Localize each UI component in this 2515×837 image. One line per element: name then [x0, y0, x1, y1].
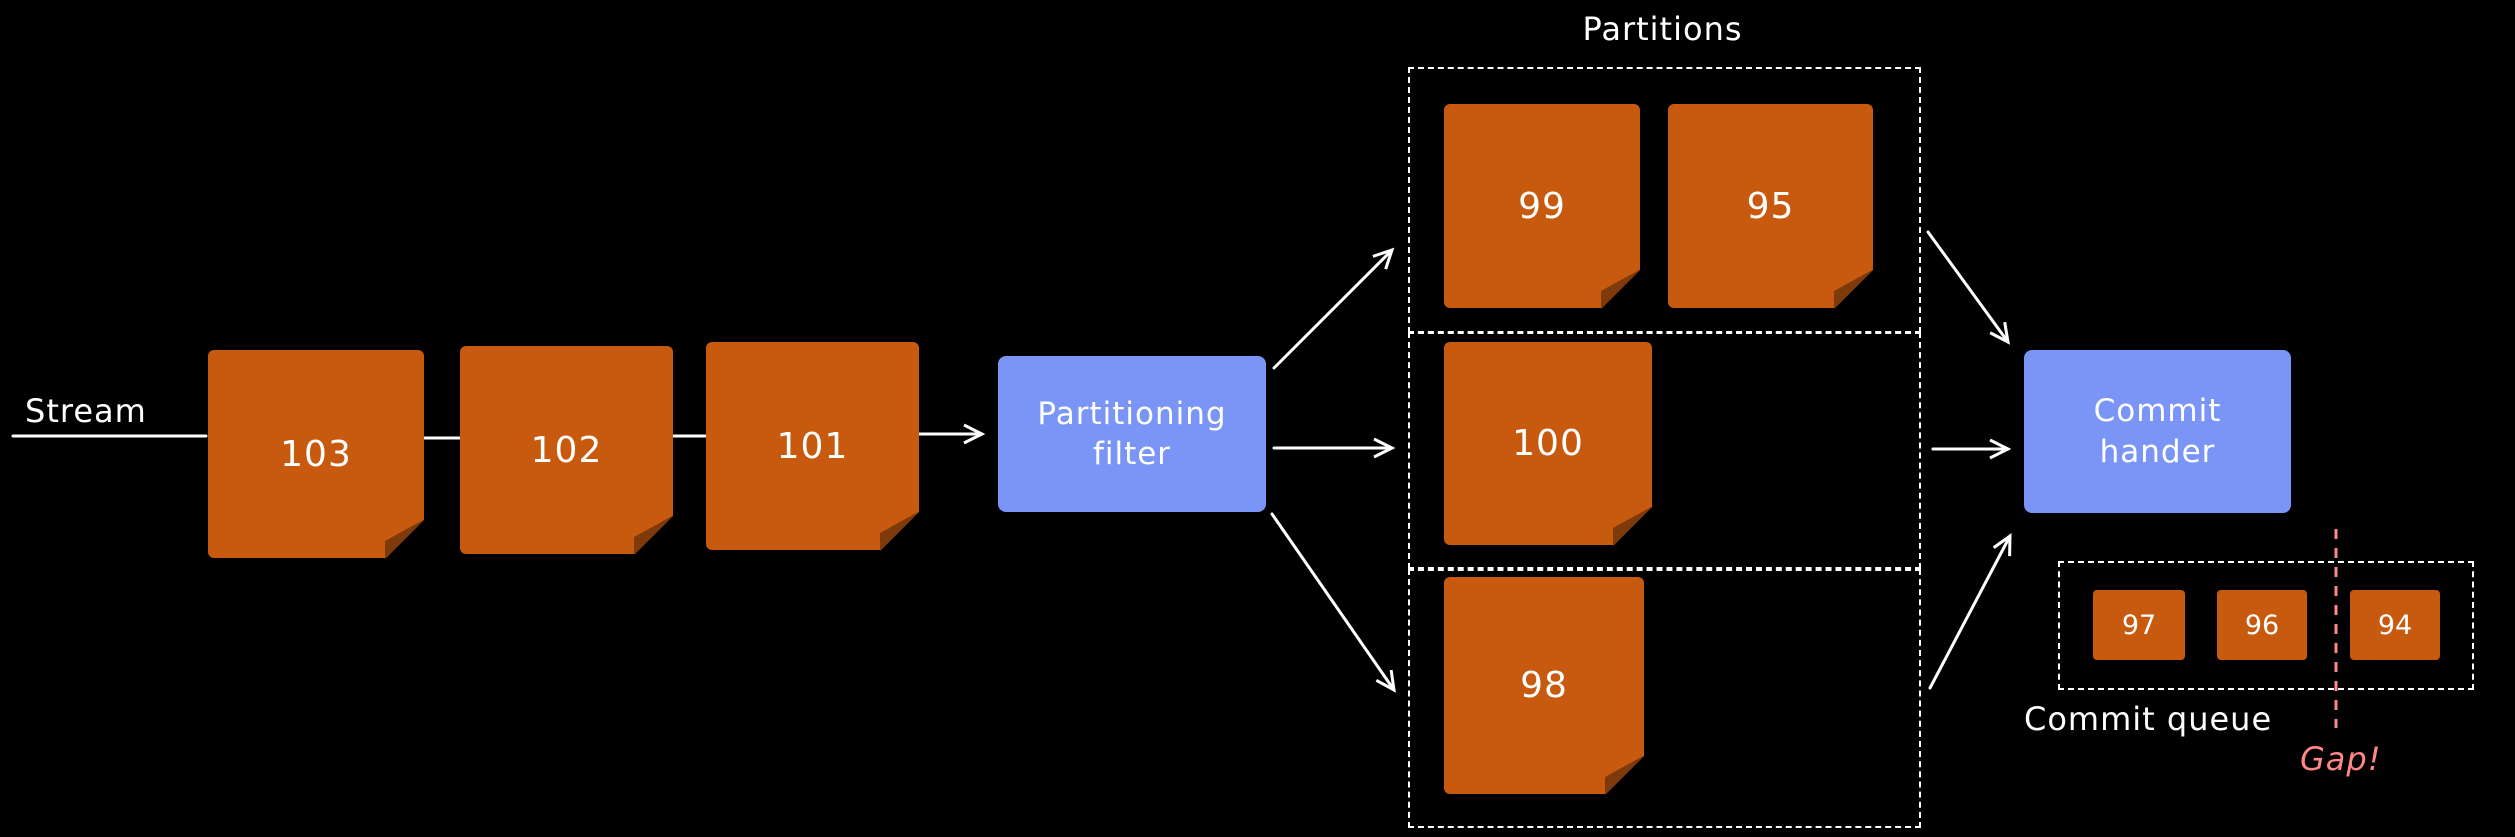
note-value: 103: [280, 433, 352, 475]
note-value: 99: [1518, 185, 1566, 227]
partition-note-100: 100: [1444, 342, 1653, 546]
note-value: 95: [1746, 185, 1795, 227]
queue-item-value: 96: [2244, 609, 2280, 641]
partitions-title: Partitions: [1582, 10, 1743, 48]
folded-corner: [634, 515, 674, 555]
partition-note-99: 99: [1444, 104, 1641, 309]
partition-row-3: [1408, 569, 1921, 828]
note-value: 98: [1520, 665, 1568, 706]
stream-note-102: 102: [460, 346, 674, 555]
queue-item-94: 94: [2350, 590, 2440, 660]
partitioning-filter-node: Partitioning filter: [998, 356, 1266, 512]
folded-corner: [1601, 269, 1641, 309]
partitioning-filter-label-line1: Partitioning: [1037, 395, 1227, 432]
stream-note-103: 103: [208, 350, 425, 559]
queue-item-value: 94: [2377, 609, 2413, 641]
commit-handler-label-line1: Commit: [2093, 393, 2222, 430]
queue-item-96: 96: [2217, 590, 2307, 660]
commit-queue-label: Commit queue: [2024, 700, 2273, 738]
commit-handler-node: Commit hander: [2024, 350, 2291, 513]
note-value: 102: [530, 429, 603, 471]
partitioning-filter-label-line2: filter: [1092, 436, 1172, 472]
commit-queue-box: [2058, 561, 2474, 690]
queue-item-value: 97: [2121, 609, 2157, 641]
folded-corner: [1613, 506, 1653, 546]
note-value: 100: [1512, 423, 1584, 464]
note-value: 101: [776, 425, 849, 467]
partition-note-98: 98: [1444, 577, 1645, 795]
folded-corner: [880, 511, 920, 551]
partition-row-2: [1408, 332, 1921, 569]
stream-label: Stream: [25, 392, 147, 430]
partition-note-95: 95: [1668, 104, 1874, 309]
queue-item-97: 97: [2093, 590, 2185, 660]
stream-note-101: 101: [706, 342, 920, 551]
folded-corner: [1834, 269, 1874, 309]
folded-corner: [385, 519, 425, 559]
gap-label: Gap!: [2300, 740, 2382, 778]
folded-corner: [1605, 755, 1645, 795]
commit-handler-label-line2: hander: [2099, 433, 2216, 470]
